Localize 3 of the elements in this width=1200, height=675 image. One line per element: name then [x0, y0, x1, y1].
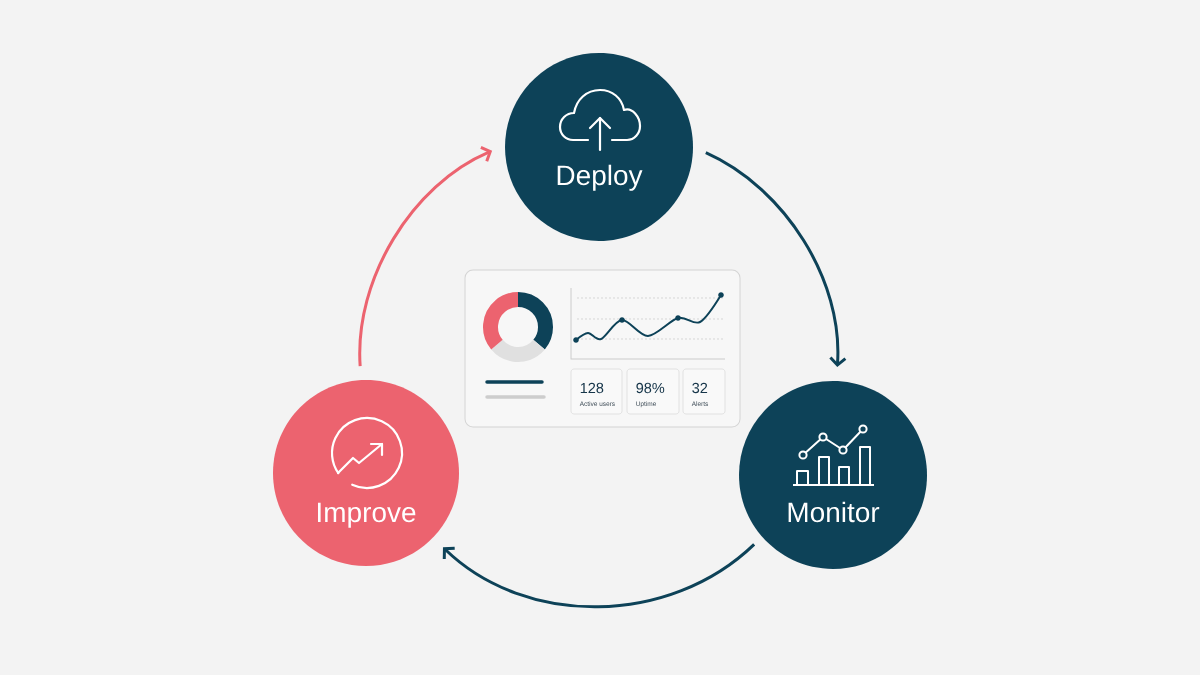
- arrow: [705, 151, 847, 368]
- arrow: [442, 543, 756, 609]
- arrow: [358, 146, 493, 367]
